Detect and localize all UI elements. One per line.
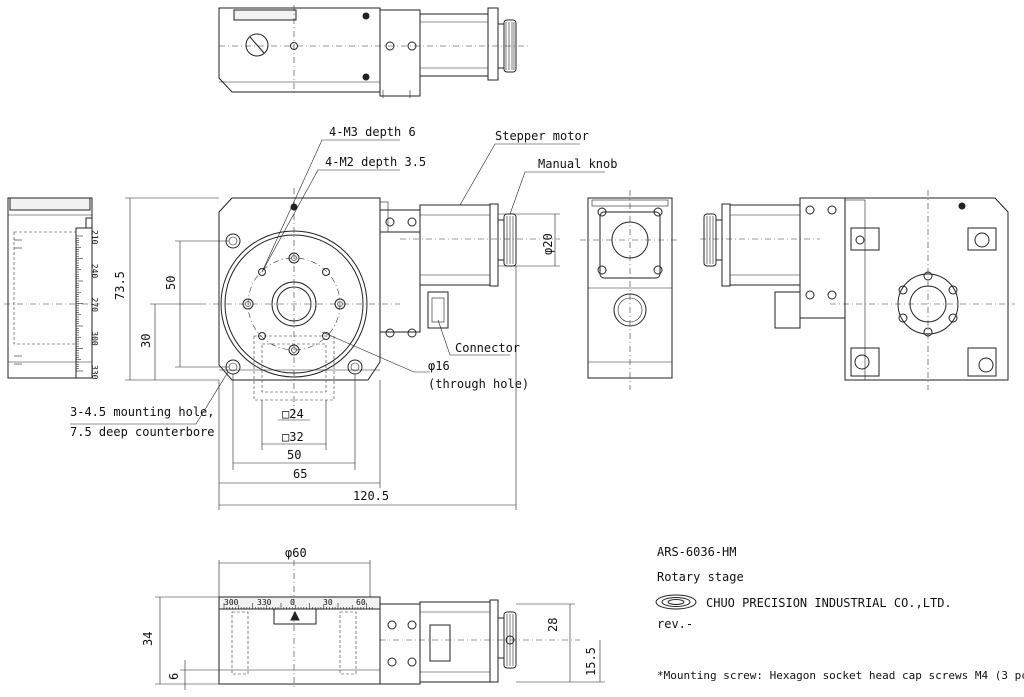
front-scale-ticks: 300 330 0 30 60 bbox=[223, 598, 373, 609]
dim-120-5: 120.5 bbox=[353, 489, 389, 503]
label-counterbore: 7.5 deep counterbore bbox=[70, 425, 215, 439]
front-scale-label: 330 bbox=[257, 598, 272, 607]
dim-square-32: □32 bbox=[282, 430, 304, 444]
dim-square-24: □24 bbox=[282, 407, 304, 421]
dim-73-5: 73.5 bbox=[113, 271, 127, 300]
label-stepper-motor: Stepper motor bbox=[495, 129, 589, 143]
main-view-dimensions bbox=[125, 197, 560, 510]
label-connector: Connector bbox=[455, 341, 520, 355]
side-scale-label: 240 bbox=[90, 264, 99, 279]
dim-28: 28 bbox=[546, 618, 560, 632]
title-model: ARS-6036-HM bbox=[657, 545, 736, 559]
mounting-screw-note: *Mounting screw: Hexagon socket head cap… bbox=[657, 669, 1024, 682]
dim-65: 65 bbox=[293, 467, 307, 481]
dim-50-horizontal: 50 bbox=[287, 448, 301, 462]
side-scale-label: 270 bbox=[90, 298, 99, 313]
bottom-view bbox=[700, 190, 1015, 390]
label-mounting-hole: 3-4.5 mounting hole, bbox=[70, 405, 215, 419]
leader-lines bbox=[70, 139, 605, 425]
title-block: ARS-6036-HM Rotary stage CHUO PRECISION … bbox=[655, 545, 1024, 682]
front-view bbox=[218, 560, 580, 690]
dim-50-vertical: 50 bbox=[164, 276, 178, 290]
front-scale-label: 60 bbox=[356, 598, 366, 607]
dim-15-5: 15.5 bbox=[584, 647, 598, 676]
top-view bbox=[218, 5, 530, 98]
label-hole-diameter: φ16 bbox=[428, 359, 450, 373]
side-scale-label: 300 bbox=[90, 331, 99, 346]
label-m3-holes: 4-M3 depth 6 bbox=[329, 125, 416, 139]
title-product-name: Rotary stage bbox=[657, 570, 744, 584]
label-manual-knob: Manual knob bbox=[538, 157, 617, 171]
label-through-hole: (through hole) bbox=[428, 377, 529, 391]
dim-phi20: φ20 bbox=[541, 233, 555, 255]
left-side-view bbox=[4, 197, 100, 379]
dim-6: 6 bbox=[167, 673, 181, 680]
label-m2-holes: 4-M2 depth 3.5 bbox=[325, 155, 426, 169]
side-scale-ticks: 210 240 270 300 330 bbox=[76, 230, 99, 380]
right-side-view bbox=[580, 190, 680, 390]
dim-phi60: φ60 bbox=[285, 546, 307, 560]
main-plan-view bbox=[200, 188, 560, 420]
side-scale-label: 330 bbox=[90, 365, 99, 380]
side-scale-label: 210 bbox=[90, 230, 99, 245]
front-scale-label: 30 bbox=[323, 598, 333, 607]
title-company: CHUO PRECISION INDUSTRIAL CO.,LTD. bbox=[706, 596, 952, 610]
front-view-dimensions bbox=[155, 560, 605, 690]
front-scale-label: 300 bbox=[224, 598, 239, 607]
company-logo-icon bbox=[655, 594, 697, 610]
dim-30: 30 bbox=[139, 334, 153, 348]
front-scale-label: 0 bbox=[290, 598, 295, 607]
dim-34: 34 bbox=[141, 632, 155, 646]
title-revision: rev.- bbox=[657, 617, 693, 631]
